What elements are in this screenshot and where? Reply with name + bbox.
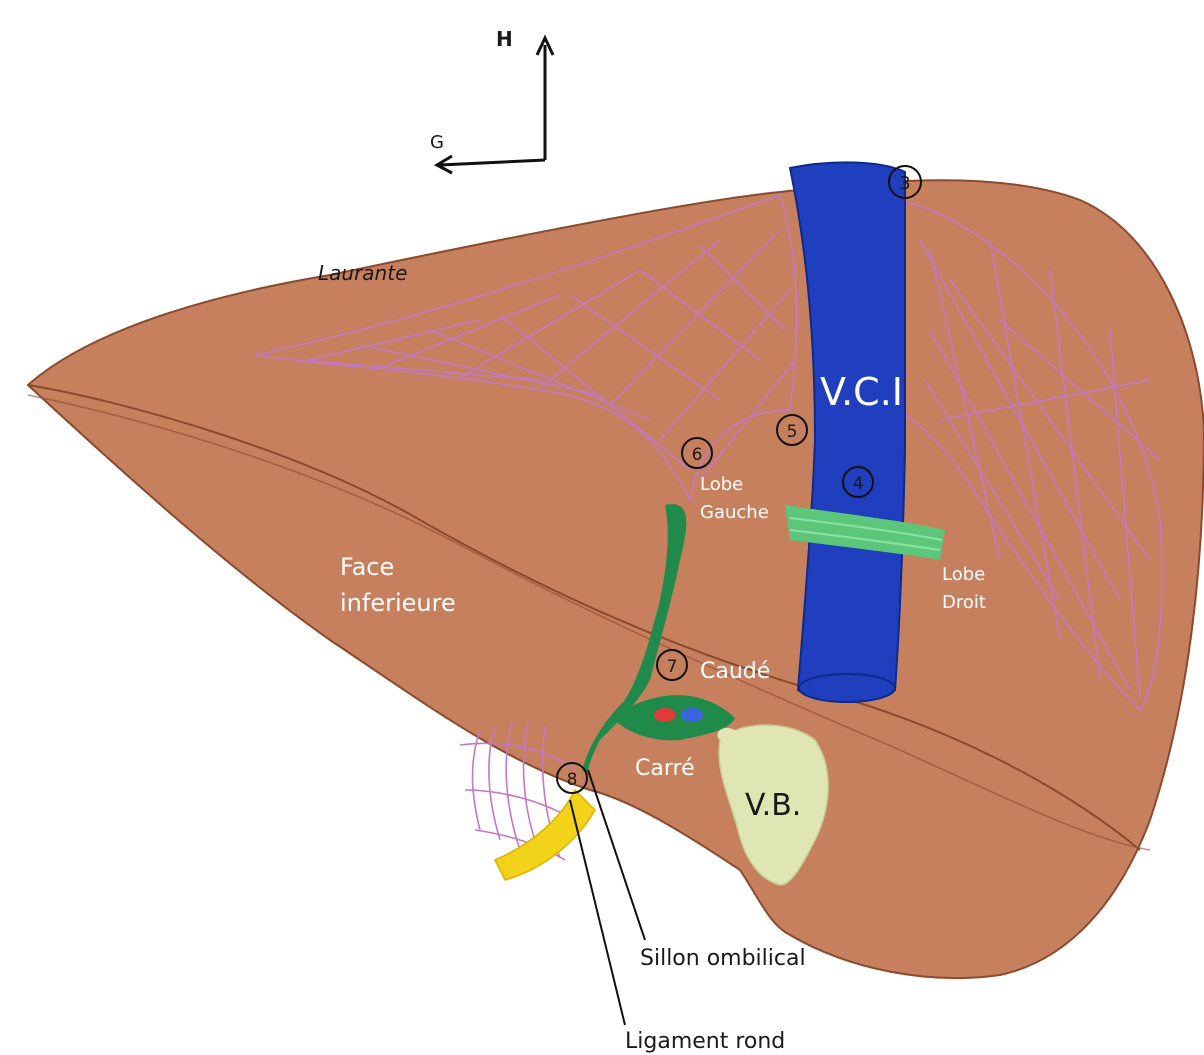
marker-3-text: 3: [899, 173, 910, 194]
vb-label: V.B.: [745, 788, 801, 823]
label-line: Droit: [942, 592, 986, 613]
ligament-rond-label: Ligament rond: [625, 1029, 785, 1054]
orientation-compass: H G: [430, 27, 553, 173]
compass-left-label: G: [430, 132, 444, 153]
left-arrow-line: [440, 160, 545, 165]
marker-5-text: 5: [787, 422, 798, 442]
carre-label: Carré: [635, 756, 695, 781]
label-line: inferieure: [340, 589, 456, 617]
hepatic-artery: [654, 708, 676, 722]
liver-body: [28, 180, 1204, 978]
marker-4-text: 4: [853, 474, 864, 494]
vci-label: V.C.I: [820, 370, 903, 414]
portal-vein: [681, 708, 703, 722]
marker-7-text: 7: [667, 657, 678, 677]
marker-8-text: 8: [567, 770, 578, 790]
label-line: Lobe: [942, 564, 985, 585]
ligament-leader-line: [570, 800, 625, 1025]
sillon-ombilical-label: Sillon ombilical: [640, 946, 806, 971]
laurante-label: Laurante: [318, 261, 407, 285]
label-line: Lobe: [700, 474, 743, 495]
label-line: Gauche: [700, 502, 769, 523]
compass-up-label: H: [496, 27, 513, 51]
marker-6-text: 6: [692, 445, 703, 465]
label-line: Face: [340, 553, 394, 581]
caude-label: Caudé: [700, 659, 770, 684]
